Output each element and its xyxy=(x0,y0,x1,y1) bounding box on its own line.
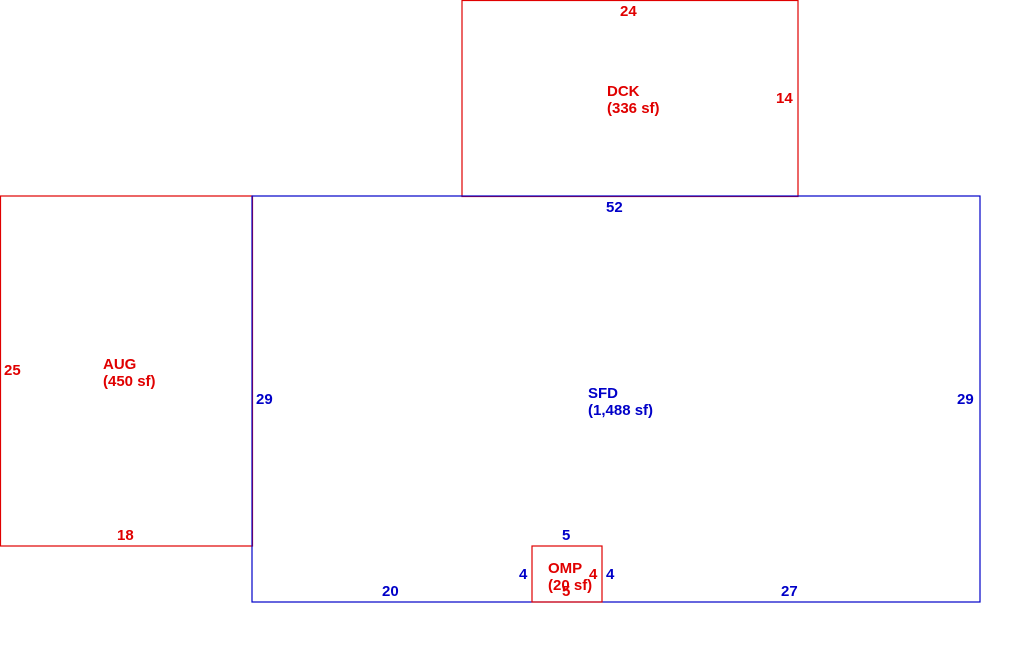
omp-outline xyxy=(531,545,603,603)
omp-area: (20 sf) xyxy=(548,577,592,594)
omp-dim-bottom: 5 xyxy=(562,583,570,600)
aug-dim-left: 25 xyxy=(4,362,21,379)
aug-area: (450 sf) xyxy=(103,373,156,390)
sfd-dim-left: 29 xyxy=(256,391,273,408)
sfd-dim-right: 29 xyxy=(957,391,974,408)
omp-dim-right: 4 xyxy=(589,566,598,583)
dck-dim-right: 14 xyxy=(776,90,793,107)
sfd-dim-bottom-right: 27 xyxy=(781,583,798,600)
sfd-area: (1,488 sf) xyxy=(588,402,653,419)
sfd-dim-notch-right: 4 xyxy=(606,566,615,583)
aug-dim-bottom: 18 xyxy=(117,527,134,544)
aug-code: AUG xyxy=(103,356,136,373)
sfd-dim-notch-left: 4 xyxy=(519,566,528,583)
dck-code: DCK xyxy=(607,83,640,100)
sfd-dim-top: 52 xyxy=(606,199,623,216)
sfd-code: SFD xyxy=(588,385,618,402)
omp-code: OMP xyxy=(548,560,582,577)
sfd-dim-bottom-left: 20 xyxy=(382,583,399,600)
sfd-outline xyxy=(251,195,981,603)
dck-area: (336 sf) xyxy=(607,100,660,117)
sfd-dim-notch-top: 5 xyxy=(562,527,570,544)
dck-dim-top: 24 xyxy=(620,3,637,20)
